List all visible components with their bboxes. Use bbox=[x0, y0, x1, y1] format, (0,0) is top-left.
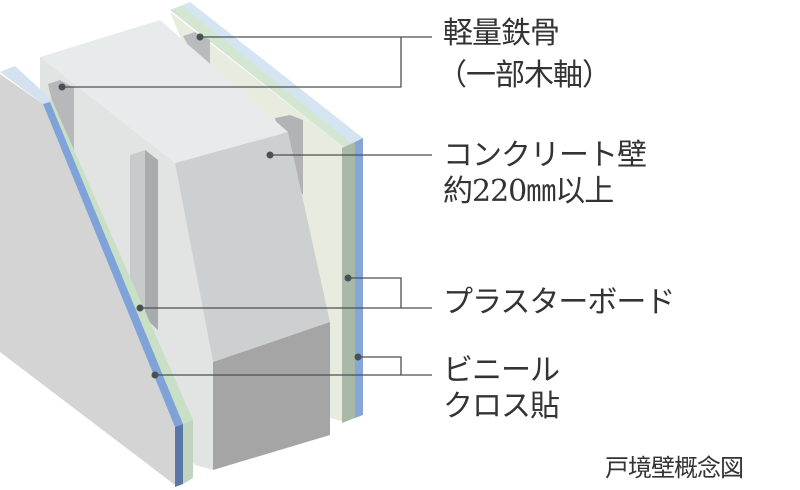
front-vinyl-edge bbox=[43, 102, 183, 427]
label-line: 約220㎜以上 bbox=[443, 174, 614, 209]
label-steel-frame: 軽量鉄骨 （一部木軸） bbox=[437, 16, 612, 94]
label-plasterboard: プラスターボード bbox=[443, 285, 675, 321]
label-line: ビニール bbox=[443, 353, 560, 388]
front-studs bbox=[48, 80, 158, 330]
leader-dots bbox=[58, 33, 362, 379]
label-concrete-wall: コンクリート壁 約220㎜以上 bbox=[443, 138, 647, 210]
label-line: プラスターボード bbox=[443, 285, 675, 320]
label-line: クロス貼 bbox=[443, 389, 560, 424]
concrete-wall bbox=[40, 20, 330, 470]
leader-lines bbox=[62, 36, 432, 376]
label-line: コンクリート壁 bbox=[443, 138, 647, 173]
front-board bbox=[0, 66, 193, 487]
label-vinyl-cloth: ビニール クロス貼 bbox=[443, 353, 560, 425]
label-line: （一部木軸） bbox=[437, 58, 612, 93]
diagram-caption: 戸境壁概念図 bbox=[605, 454, 744, 482]
back-plasterboard-edge bbox=[342, 142, 355, 423]
label-line: 軽量鉄骨 bbox=[443, 16, 560, 51]
